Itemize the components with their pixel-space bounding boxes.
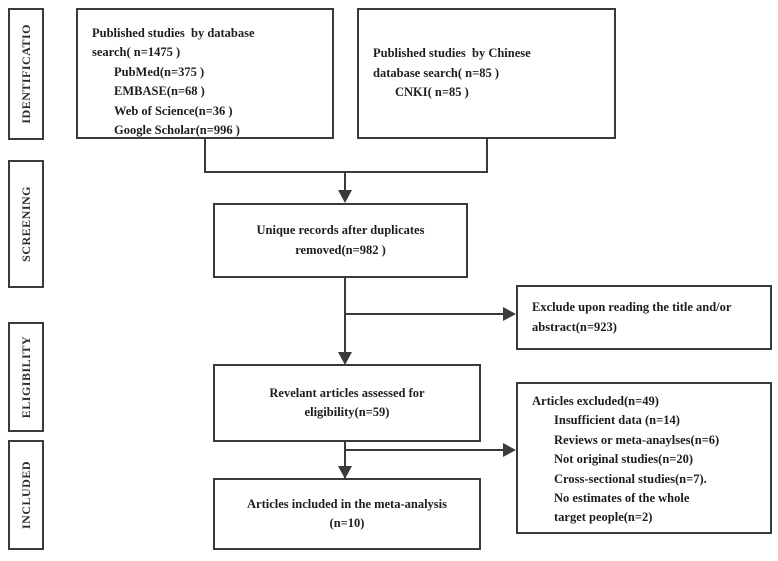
connector-cn-search-down <box>486 139 488 173</box>
arrow-into-articles-excluded <box>503 443 516 457</box>
phase-label-included: INCLUDED <box>18 460 33 529</box>
articles-excluded-no-estimates-1: No estimates of the whole <box>554 490 690 505</box>
phase-box-identification: IDENTIFICATIO <box>8 8 44 140</box>
articles-excluded-total: Articles excluded(n=49) <box>532 394 659 408</box>
node-exclude-title-abstract: Exclude upon reading the title and/or ab… <box>516 285 772 350</box>
arrow-into-eligibility <box>338 352 352 365</box>
articles-excluded-insufficient-data: Insufficient data (n=14) <box>554 413 680 428</box>
articles-excluded-reviews: Reviews or meta-anaylses(n=6) <box>554 432 720 447</box>
unique-records-line-2: removed(n=982 ) <box>295 242 386 257</box>
connector-eligibility-down <box>344 442 346 480</box>
cn-search-line-1: Published studies by Chinese <box>373 46 531 61</box>
exclude-title-line-2: abstract(n=923) <box>532 319 617 334</box>
db-search-embase: EMBASE(n=68 ) <box>114 84 205 99</box>
cn-search-cnki: CNKI( n=85 ) <box>395 85 469 100</box>
unique-records-line-1: Unique records after duplicates <box>256 223 425 238</box>
db-search-line-2: search( n=1475 ) <box>92 45 181 60</box>
phase-box-eligibility: ELIGIBILITY <box>8 322 44 432</box>
phase-box-screening: SCREENING <box>8 160 44 288</box>
arrow-into-exclude-title <box>503 307 516 321</box>
node-eligibility-assessed: Revelant articles assessed for eligibili… <box>213 364 481 442</box>
arrow-into-included <box>338 466 352 479</box>
exclude-title-line-1: Exclude upon reading the title and/or <box>532 300 732 315</box>
connector-branch-to-exclude-title <box>344 313 507 315</box>
db-search-web-of-science: Web of Science(n=36 ) <box>114 103 233 118</box>
cn-search-line-2: database search( n=85 ) <box>373 65 499 80</box>
eligibility-line-2: eligibility(n=59) <box>304 405 390 419</box>
db-search-google-scholar: Google Scholar(n=996 ) <box>114 122 240 137</box>
node-database-search: Published studies by database search( n=… <box>76 8 334 139</box>
eligibility-line-1: Revelant articles assessed for <box>269 385 425 400</box>
connector-unique-down <box>344 278 346 354</box>
included-line-1: Articles included in the meta-analysis <box>247 496 447 511</box>
db-search-pubmed: PubMed(n=375 ) <box>114 64 205 79</box>
articles-excluded-no-estimates-2: target people(n=2) <box>554 510 653 525</box>
phase-label-identification: IDENTIFICATIO <box>18 24 33 124</box>
articles-excluded-cross-sectional: Cross-sectional studies(n=7). <box>554 471 707 486</box>
included-line-2: (n=10) <box>329 516 365 530</box>
arrow-into-unique-records <box>338 190 352 203</box>
connector-branch-to-articles-excluded <box>344 449 507 451</box>
phase-label-eligibility: ELIGIBILITY <box>18 335 33 419</box>
node-included-final: Articles included in the meta-analysis (… <box>213 478 481 550</box>
articles-excluded-not-original: Not original studies(n=20) <box>554 452 694 467</box>
node-unique-records: Unique records after duplicates removed(… <box>213 203 468 278</box>
node-articles-excluded: Articles excluded(n=49) Insufficient dat… <box>516 382 772 534</box>
phase-box-included: INCLUDED <box>8 440 44 550</box>
node-chinese-search: Published studies by Chinese database se… <box>357 8 616 139</box>
phase-label-screening: SCREENING <box>18 186 33 262</box>
db-search-line-1: Published studies by database <box>92 26 255 40</box>
connector-merge-down <box>344 171 346 191</box>
connector-db-search-down <box>204 139 206 173</box>
connector-merge-bar <box>204 171 488 173</box>
